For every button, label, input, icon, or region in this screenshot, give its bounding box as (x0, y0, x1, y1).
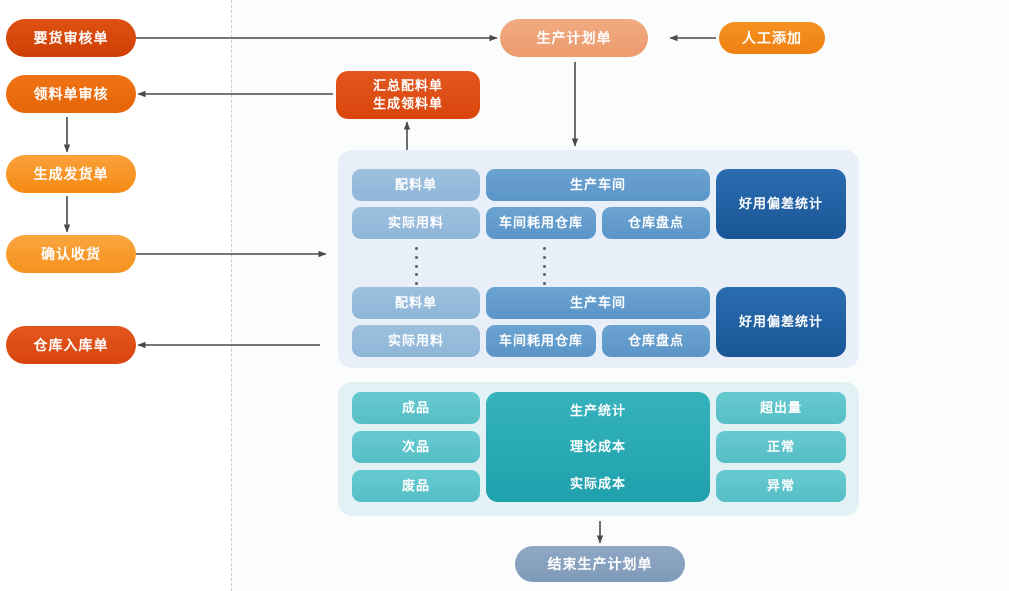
node-label: 仓库盘点 (627, 333, 684, 349)
teal-right-item-1[interactable]: 正常 (716, 431, 846, 463)
node-label: 仓库盘点 (627, 215, 684, 231)
production-execution-panel: 配料单 实际用料 生产车间 车间耗用仓库 仓库盘点 好用偏差统计 配料单 实际用… (338, 150, 859, 368)
row2-warehouse-count[interactable]: 仓库盘点 (602, 325, 710, 357)
ellipsis-dots-left (414, 247, 418, 285)
row1-actual-material[interactable]: 实际用料 (352, 207, 480, 239)
teal-center-item-2: 实际成本 (569, 475, 626, 491)
node-warehouse-inbound-order[interactable]: 仓库入库单 (6, 326, 136, 364)
teal-left-item-1[interactable]: 次品 (352, 431, 480, 463)
node-label: 实际用料 (387, 333, 444, 349)
summary-line-1: 汇总配料单 (372, 78, 443, 94)
row2-workshop[interactable]: 生产车间 (486, 287, 710, 319)
node-label: 次品 (401, 439, 430, 455)
teal-right-item-2[interactable]: 异常 (716, 470, 846, 502)
node-label: 仓库入库单 (33, 336, 109, 353)
node-label: 配料单 (394, 177, 437, 193)
ellipsis-dots-center (542, 247, 546, 285)
node-label: 领料单审核 (33, 85, 109, 102)
node-generate-shipping-order[interactable]: 生成发货单 (6, 155, 136, 193)
node-label: 成品 (401, 400, 430, 416)
teal-right-item-0[interactable]: 超出量 (716, 392, 846, 424)
node-label: 配料单 (394, 295, 437, 311)
row2-ingredient-list[interactable]: 配料单 (352, 287, 480, 319)
node-label: 车间耗用仓库 (498, 215, 583, 231)
production-statistics-panel: 成品 次品 废品 生产统计 理论成本 实际成本 超出量 正常 异常 (338, 382, 859, 516)
teal-left-item-0[interactable]: 成品 (352, 392, 480, 424)
node-label: 生产车间 (569, 177, 626, 193)
node-label: 生产车间 (569, 295, 626, 311)
node-confirm-receipt[interactable]: 确认收货 (6, 235, 136, 273)
teal-center-item-1: 理论成本 (569, 439, 626, 455)
vertical-dashed-divider (231, 0, 232, 591)
node-label: 超出量 (759, 400, 802, 416)
node-label: 好用偏差统计 (738, 196, 823, 212)
summary-line-2: 生成领料单 (372, 96, 443, 111)
node-label: 要货审核单 (33, 29, 109, 46)
teal-left-item-2[interactable]: 废品 (352, 470, 480, 502)
node-label: 好用偏差统计 (738, 314, 823, 330)
row1-workshop-warehouse[interactable]: 车间耗用仓库 (486, 207, 596, 239)
node-label: 结束生产计划单 (547, 555, 653, 572)
row2-actual-material[interactable]: 实际用料 (352, 325, 480, 357)
row2-deviation-stats[interactable]: 好用偏差统计 (716, 287, 846, 357)
node-label: 正常 (766, 439, 795, 455)
teal-center-item-0: 生产统计 (569, 402, 626, 418)
node-label: 废品 (401, 478, 430, 494)
row2-workshop-warehouse[interactable]: 车间耗用仓库 (486, 325, 596, 357)
row1-ingredient-list[interactable]: 配料单 (352, 169, 480, 201)
node-manual-add[interactable]: 人工添加 (719, 22, 825, 54)
node-demand-review-order[interactable]: 要货审核单 (6, 19, 136, 57)
node-summary-picking[interactable]: 汇总配料单 生成领料单 (336, 71, 480, 119)
node-label: 生产计划单 (536, 29, 612, 46)
node-label: 实际用料 (387, 215, 444, 231)
node-label: 车间耗用仓库 (498, 333, 583, 349)
node-label: 确认收货 (41, 245, 101, 262)
node-label: 生成发货单 (33, 165, 109, 182)
node-label: 异常 (766, 478, 795, 494)
node-label: 人工添加 (742, 29, 802, 46)
teal-center-block[interactable]: 生产统计 理论成本 实际成本 (486, 392, 710, 502)
row1-workshop[interactable]: 生产车间 (486, 169, 710, 201)
row1-deviation-stats[interactable]: 好用偏差统计 (716, 169, 846, 239)
node-end-production-plan[interactable]: 结束生产计划单 (515, 546, 685, 582)
node-production-plan-order[interactable]: 生产计划单 (500, 19, 648, 57)
node-picking-list-review[interactable]: 领料单审核 (6, 75, 136, 113)
row1-warehouse-count[interactable]: 仓库盘点 (602, 207, 710, 239)
